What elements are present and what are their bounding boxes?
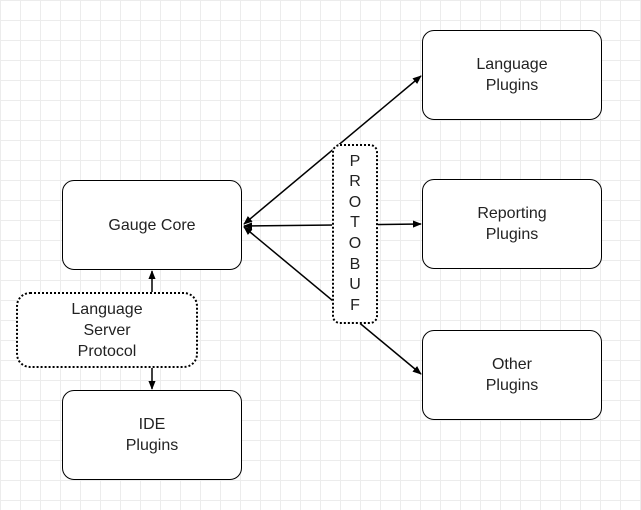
ide-plugins-label-line-2: Plugins bbox=[125, 437, 179, 454]
protobuf-letter: T bbox=[350, 214, 360, 232]
protobuf-letter: F bbox=[350, 296, 360, 314]
other-plugins-label-line-1: Other bbox=[491, 356, 532, 373]
reporting-plugins-node: Reporting Plugins bbox=[422, 179, 602, 269]
language-plugins-label-line-1: Language bbox=[476, 56, 548, 73]
reporting-plugins-label-line-2: Plugins bbox=[485, 226, 539, 243]
protobuf-letter: U bbox=[349, 276, 361, 294]
lsp-label-line-2: Server bbox=[83, 321, 131, 339]
language-plugins-node: Language Plugins bbox=[422, 30, 602, 120]
ide-plugins-node: IDE Plugins bbox=[62, 390, 242, 480]
other-plugins-label-line-2: Plugins bbox=[485, 377, 539, 394]
protobuf-letter: P bbox=[349, 152, 361, 170]
protobuf-letter: O bbox=[348, 235, 362, 252]
other-plugins-node: Other Plugins bbox=[422, 330, 602, 420]
protobuf-letter: B bbox=[349, 255, 361, 273]
protobuf-letter: R bbox=[349, 173, 361, 191]
gauge-core-label: Gauge Core bbox=[108, 216, 196, 234]
protobuf-letter: O bbox=[348, 193, 362, 211]
language-plugins-label-line-2: Plugins bbox=[485, 77, 539, 94]
gauge-core-node: Gauge Core bbox=[62, 180, 242, 270]
language-server-protocol-label-box: Language Server Protocol bbox=[16, 292, 198, 368]
ide-plugins-label-line-1: IDE bbox=[138, 416, 166, 433]
reporting-plugins-label-line-1: Reporting bbox=[477, 205, 547, 222]
lsp-label-line-1: Language bbox=[71, 300, 143, 318]
lsp-label-line-3: Protocol bbox=[77, 342, 137, 360]
protobuf-label-box: P R O T O B U F bbox=[332, 144, 378, 324]
